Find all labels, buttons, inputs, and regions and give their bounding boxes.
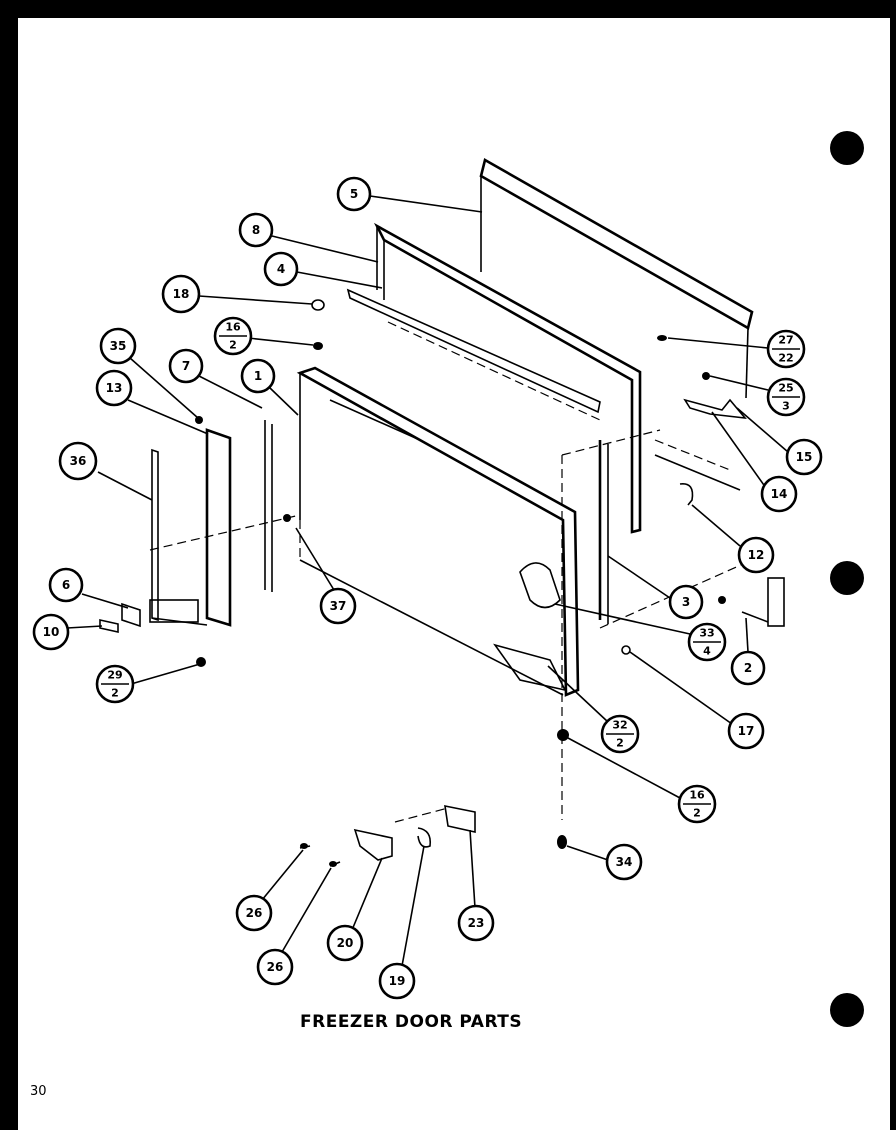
svg-text:26: 26 <box>246 906 263 920</box>
svg-text:25: 25 <box>778 382 793 395</box>
svg-text:2: 2 <box>744 661 752 675</box>
back-panel-drawing <box>479 158 754 399</box>
svg-text:27: 27 <box>778 334 793 347</box>
svg-text:32: 32 <box>612 719 627 732</box>
binder-hole-top <box>830 131 864 165</box>
callout-16-over-2-lower: 16 2 <box>677 784 717 824</box>
svg-text:36: 36 <box>70 454 87 468</box>
hardware-dots <box>195 299 726 867</box>
door-outer-panel-drawing <box>296 366 580 697</box>
svg-text:26: 26 <box>267 960 284 974</box>
callout-10: 10 <box>32 613 70 651</box>
gasket-strip-drawing <box>598 440 609 624</box>
callout-6: 6 <box>48 567 84 603</box>
callout-15: 15 <box>785 438 823 476</box>
parts-sheet: 5 8 4 18 35 7 1 13 36 6 10 37 15 14 12 3… <box>18 18 890 1130</box>
callout-32-over-2: 32 2 <box>600 714 640 754</box>
callout-34: 34 <box>605 843 643 881</box>
callout-1: 1 <box>240 358 276 394</box>
svg-text:2: 2 <box>616 737 624 750</box>
callout-37: 37 <box>319 587 357 625</box>
callout-3: 3 <box>668 584 704 620</box>
svg-text:16: 16 <box>689 789 705 802</box>
callout-14: 14 <box>760 475 798 513</box>
callout-13: 13 <box>95 369 133 407</box>
liner-drawing <box>346 222 642 534</box>
svg-text:10: 10 <box>43 625 60 639</box>
callout-4: 4 <box>263 251 299 287</box>
callout-25-over-3: 25 3 <box>766 377 806 417</box>
svg-text:20: 20 <box>337 936 354 950</box>
callout-12: 12 <box>737 536 775 574</box>
callout-20: 20 <box>326 924 364 962</box>
svg-text:15: 15 <box>796 450 813 464</box>
callout-19: 19 <box>378 962 416 1000</box>
callout-17: 17 <box>727 712 765 750</box>
svg-text:12: 12 <box>748 548 765 562</box>
binder-hole-middle <box>830 561 864 595</box>
callout-5: 5 <box>336 176 372 212</box>
svg-text:18: 18 <box>173 287 190 301</box>
svg-text:2: 2 <box>229 339 237 352</box>
svg-text:19: 19 <box>389 974 406 988</box>
svg-text:5: 5 <box>350 187 358 201</box>
callout-29-over-2: 29 2 <box>95 664 135 704</box>
callout-8: 8 <box>238 212 274 248</box>
leader-lines <box>66 195 789 967</box>
svg-text:29: 29 <box>107 669 122 682</box>
callout-7: 7 <box>168 348 204 384</box>
svg-text:2: 2 <box>693 807 701 820</box>
bottom-hinge-drawing <box>299 804 476 867</box>
callout-16-over-2-upper: 16 2 <box>213 316 253 356</box>
diagram-title: FREEZER DOOR PARTS <box>300 1012 523 1032</box>
svg-text:22: 22 <box>778 352 793 365</box>
svg-text:7: 7 <box>182 359 190 373</box>
svg-text:23: 23 <box>468 916 485 930</box>
svg-text:2: 2 <box>111 687 119 700</box>
svg-text:17: 17 <box>738 724 755 738</box>
svg-text:8: 8 <box>252 223 260 237</box>
svg-text:4: 4 <box>277 262 285 276</box>
svg-text:34: 34 <box>616 855 633 869</box>
callout-23: 23 <box>457 904 495 942</box>
callout-18: 18 <box>161 274 201 314</box>
svg-text:4: 4 <box>703 645 711 658</box>
svg-text:16: 16 <box>225 321 241 334</box>
binder-hole-bottom <box>830 993 864 1027</box>
exploded-parts-diagram: 5 8 4 18 35 7 1 13 36 6 10 37 15 14 12 3… <box>32 158 823 1000</box>
left-side-panel-drawing <box>149 420 301 627</box>
callout-26-lower: 26 <box>256 948 294 986</box>
svg-text:13: 13 <box>106 381 123 395</box>
callout-36: 36 <box>58 441 98 481</box>
svg-text:3: 3 <box>682 595 690 609</box>
page-number: 30 <box>30 1084 47 1099</box>
svg-text:3: 3 <box>782 400 790 413</box>
small-brackets-drawing <box>99 602 141 633</box>
right-hinge-drawing <box>561 398 785 820</box>
svg-text:33: 33 <box>699 627 714 640</box>
callout-27-over-22: 27 22 <box>766 329 806 369</box>
svg-text:1: 1 <box>254 369 262 383</box>
svg-text:37: 37 <box>330 599 347 613</box>
svg-text:14: 14 <box>771 487 788 501</box>
svg-text:35: 35 <box>110 339 127 353</box>
svg-text:6: 6 <box>62 578 70 592</box>
callout-33-over-4: 33 4 <box>687 622 727 662</box>
callout-26-upper: 26 <box>235 894 273 932</box>
callout-35: 35 <box>99 327 137 365</box>
callout-2: 2 <box>730 650 766 686</box>
